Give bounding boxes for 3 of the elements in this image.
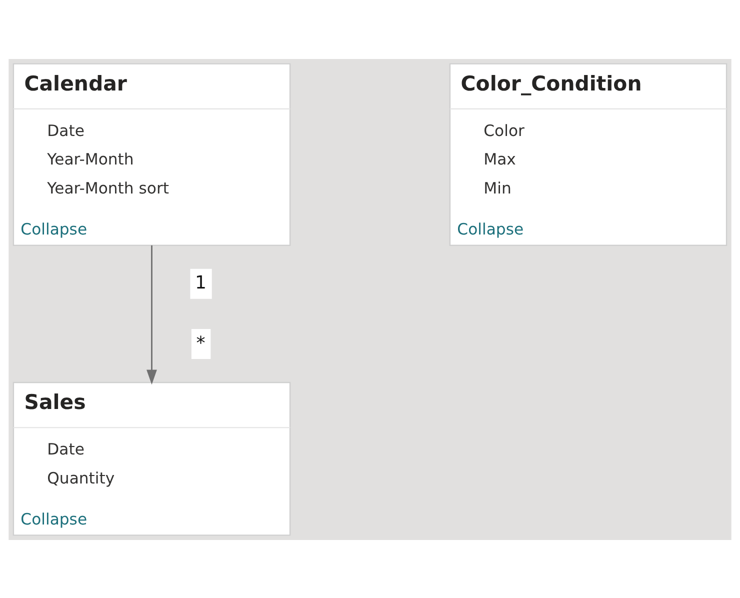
label: * bbox=[196, 332, 206, 354]
label: 1 bbox=[195, 272, 207, 294]
arrow bbox=[146, 244, 157, 384]
